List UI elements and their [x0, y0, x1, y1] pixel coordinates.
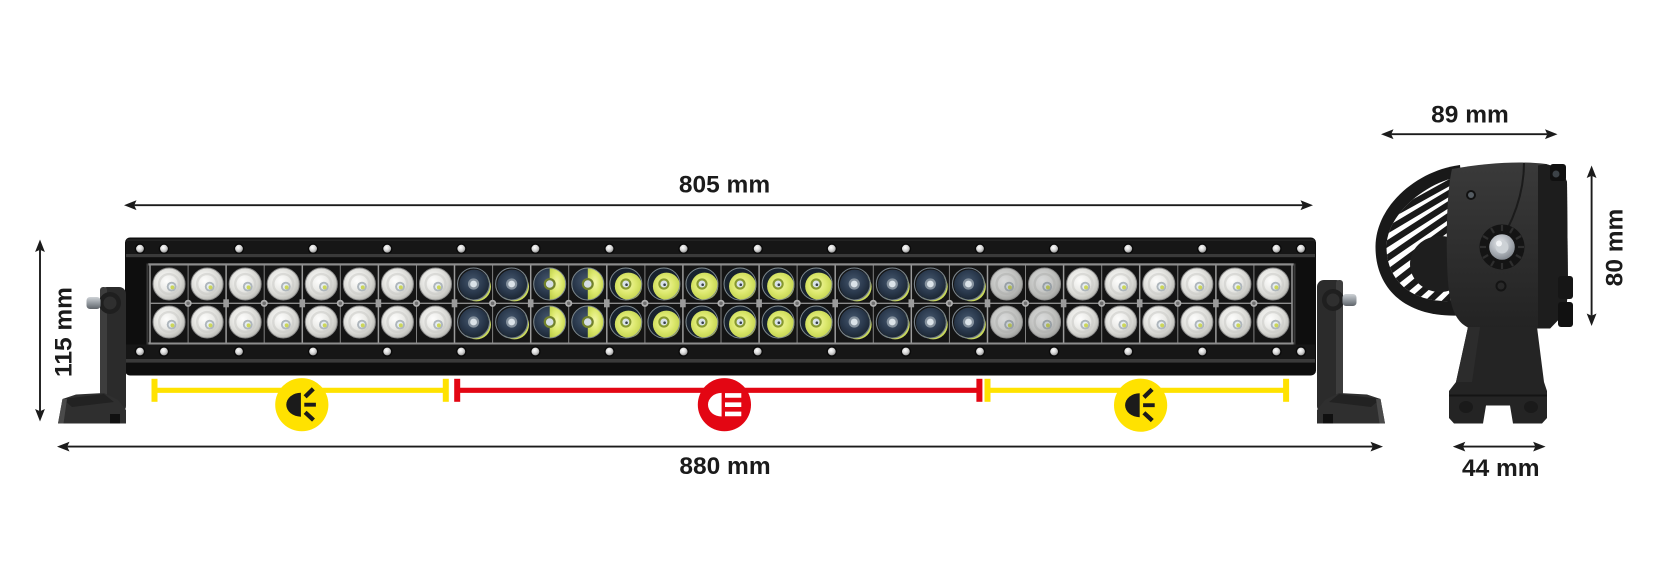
svg-text:880 mm: 880 mm [679, 453, 770, 480]
svg-text:80 mm: 80 mm [1601, 209, 1628, 287]
svg-text:115 mm: 115 mm [51, 287, 78, 377]
svg-text:805 mm: 805 mm [679, 172, 770, 199]
svg-text:44 mm: 44 mm [1462, 455, 1540, 482]
svg-text:89 mm: 89 mm [1431, 101, 1509, 128]
